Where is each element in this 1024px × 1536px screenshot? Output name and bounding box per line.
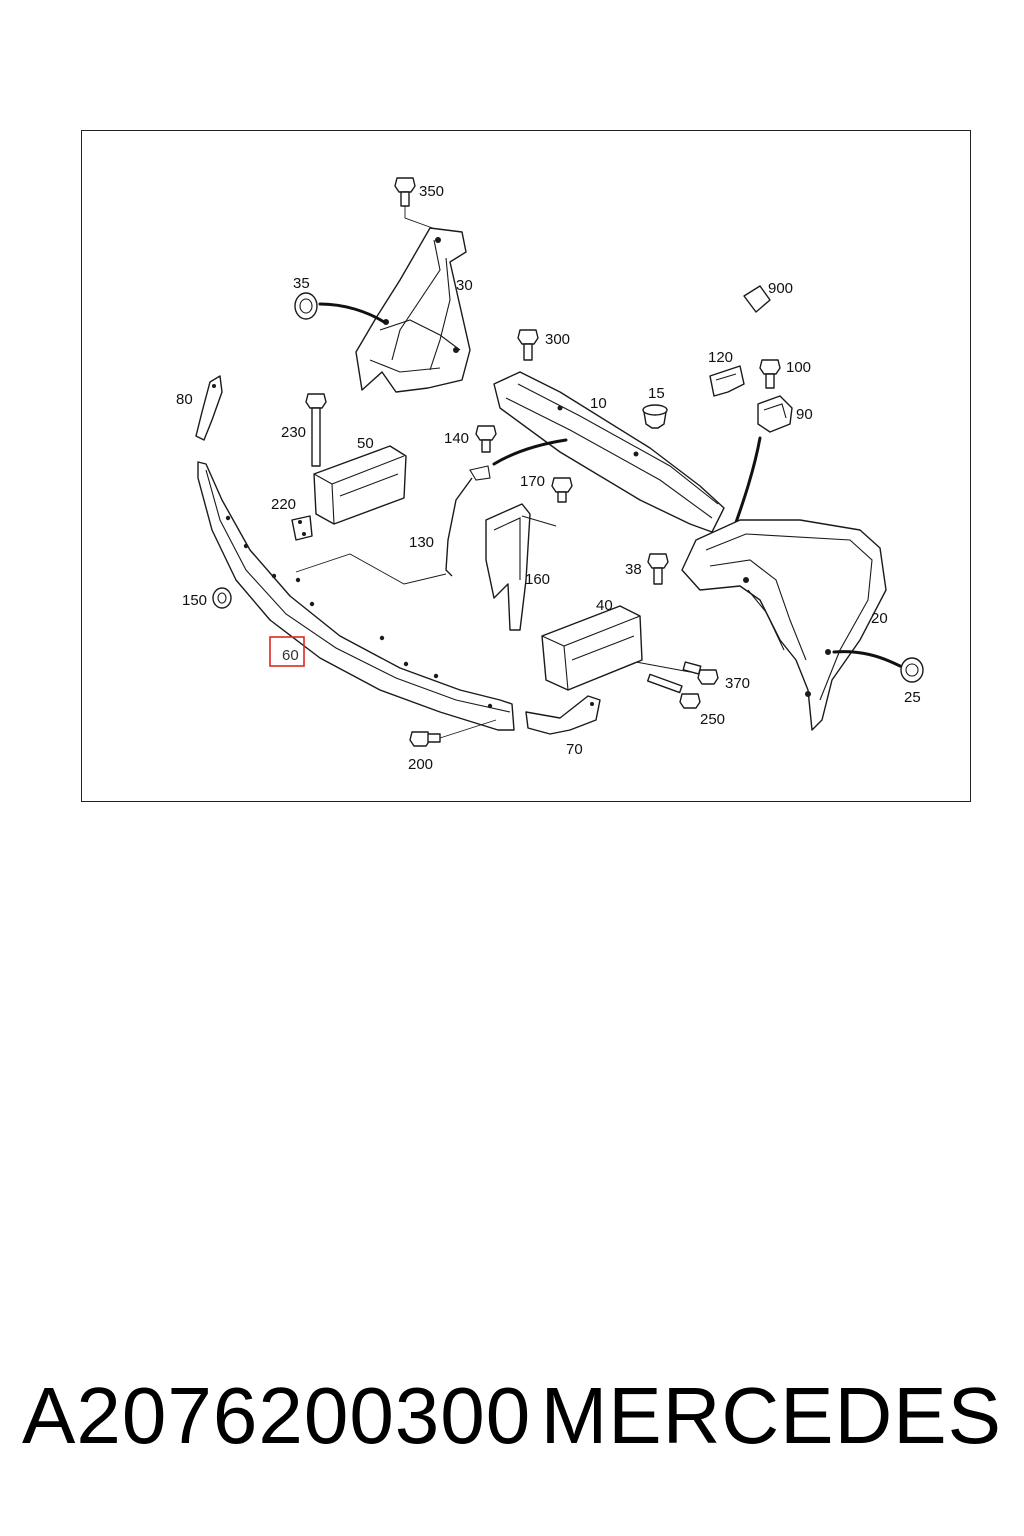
label-100: 100 bbox=[786, 359, 811, 376]
highlight-box-60 bbox=[269, 636, 305, 667]
bolt-230 bbox=[305, 393, 327, 467]
label-350: 350 bbox=[419, 183, 444, 200]
label-250: 250 bbox=[700, 711, 725, 728]
label-170: 170 bbox=[520, 473, 545, 490]
bracket-30 bbox=[355, 227, 471, 393]
latch-90 bbox=[732, 395, 793, 530]
bracket-rod-130 bbox=[295, 465, 491, 585]
plate-220 bbox=[291, 515, 313, 541]
bolt-200 bbox=[409, 719, 497, 747]
bolt-250 bbox=[646, 673, 701, 709]
label-60: 60 bbox=[282, 647, 299, 664]
label-15: 15 bbox=[648, 385, 665, 402]
bolt-38 bbox=[647, 553, 669, 585]
bolt-350 bbox=[394, 177, 439, 231]
footer: A2076200300 MERCEDES bbox=[0, 1370, 1024, 1470]
clip-25 bbox=[832, 650, 924, 683]
exploded-parts-diagram: 350 30 35 300 900 120 100 80 10 15 90 23… bbox=[176, 177, 924, 773]
nut-150 bbox=[212, 587, 232, 609]
label-20: 20 bbox=[871, 610, 888, 627]
bracket-160 bbox=[485, 503, 557, 631]
plug-15 bbox=[642, 404, 668, 429]
crash-box-50 bbox=[313, 445, 407, 525]
label-200: 200 bbox=[408, 756, 433, 773]
label-50: 50 bbox=[357, 435, 374, 452]
label-370: 370 bbox=[725, 675, 750, 692]
label-220: 220 bbox=[271, 496, 296, 513]
label-120: 120 bbox=[708, 349, 733, 366]
crash-box-40 bbox=[541, 605, 643, 691]
label-30: 30 bbox=[456, 277, 473, 294]
label-300: 300 bbox=[545, 331, 570, 348]
label-140: 140 bbox=[444, 430, 469, 447]
cross-member-10 bbox=[493, 371, 725, 533]
clip-35 bbox=[294, 292, 386, 324]
label-tag-900 bbox=[743, 285, 771, 313]
label-80: 80 bbox=[176, 391, 193, 408]
label-10: 10 bbox=[590, 395, 607, 412]
bracket-70 bbox=[525, 695, 601, 735]
bumper-beam-60 bbox=[197, 461, 515, 731]
bracket-80 bbox=[195, 375, 223, 441]
front-frame-20 bbox=[681, 519, 887, 731]
brand-name: MERCEDES bbox=[540, 1371, 1002, 1460]
bolt-140 bbox=[475, 425, 568, 466]
bolt-100 bbox=[759, 359, 781, 389]
bolt-300 bbox=[517, 329, 539, 361]
clip-120 bbox=[709, 365, 745, 397]
part-number: A2076200300 bbox=[22, 1371, 532, 1460]
label-70: 70 bbox=[566, 741, 583, 758]
label-130: 130 bbox=[409, 534, 434, 551]
label-38: 38 bbox=[625, 561, 642, 578]
label-90: 90 bbox=[796, 406, 813, 423]
bolt-370 bbox=[635, 661, 719, 685]
label-230: 230 bbox=[281, 424, 306, 441]
label-900: 900 bbox=[768, 280, 793, 297]
label-40: 40 bbox=[596, 597, 613, 614]
label-35: 35 bbox=[293, 275, 310, 292]
label-150: 150 bbox=[182, 592, 207, 609]
label-160: 160 bbox=[525, 571, 550, 588]
label-25: 25 bbox=[904, 689, 921, 706]
screw-170 bbox=[551, 477, 573, 503]
